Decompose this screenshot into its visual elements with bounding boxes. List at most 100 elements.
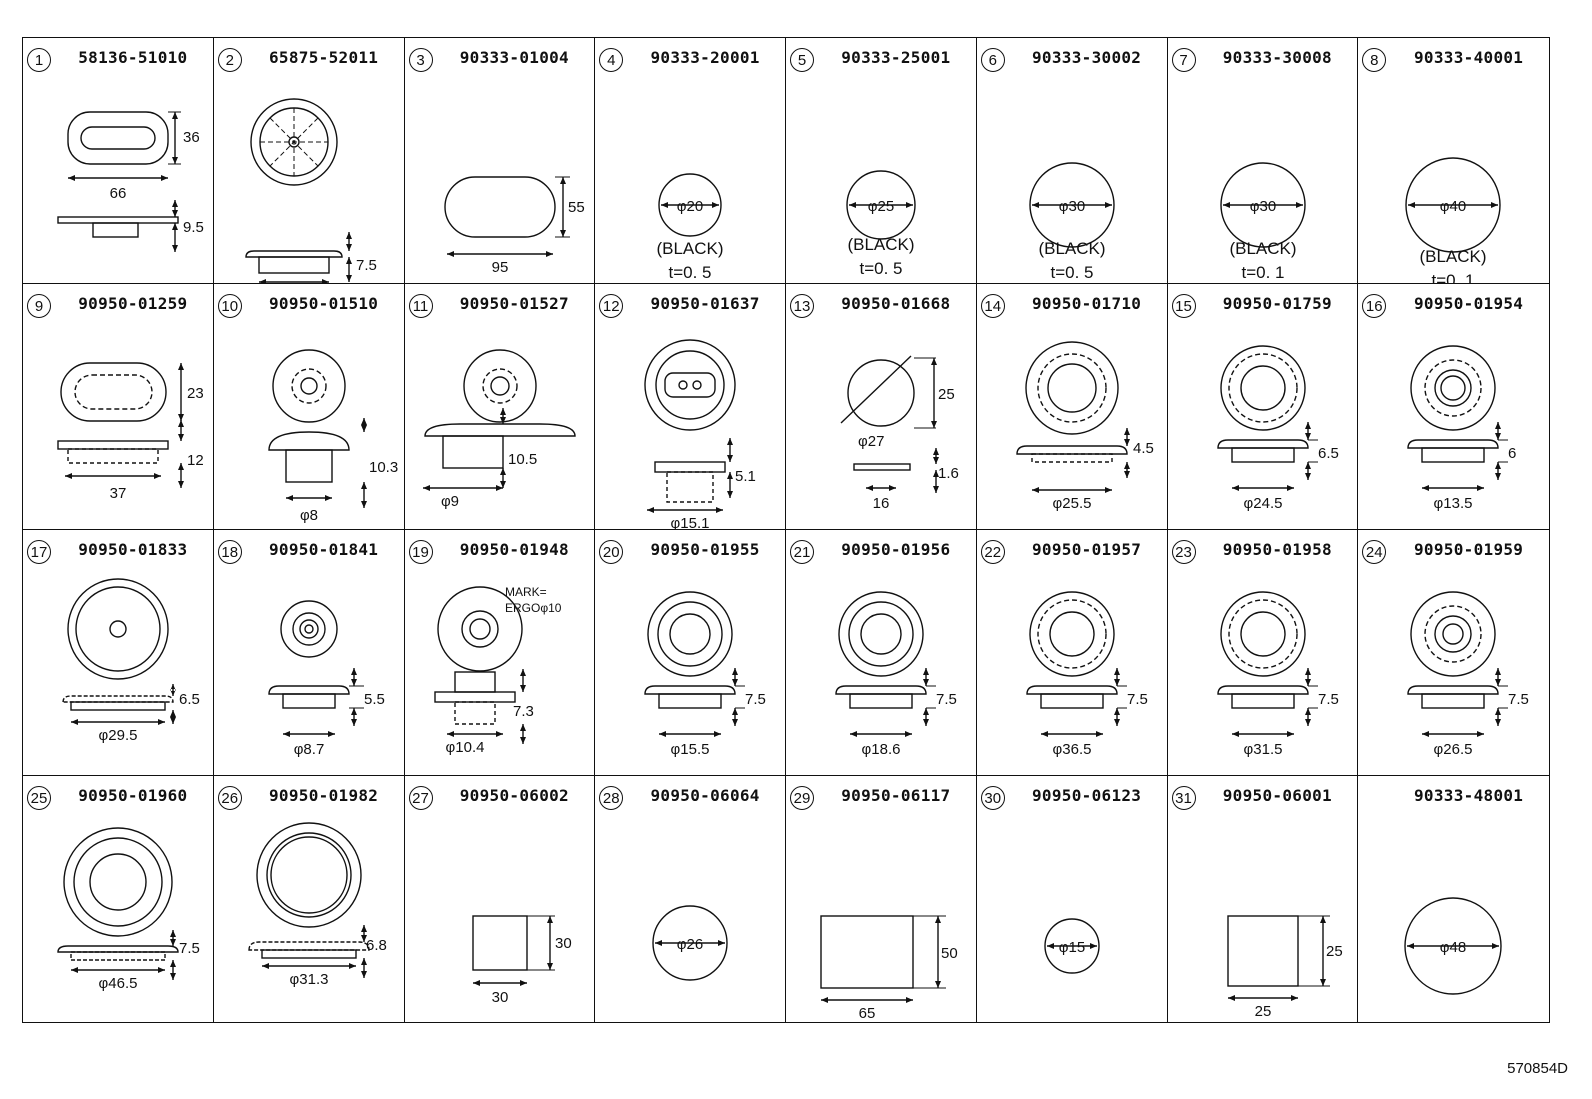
dim-label: 10.5 xyxy=(508,451,537,468)
cell-header: 5 90333-25001 xyxy=(786,38,976,82)
part-drawing: 25 φ27 1.6 16 xyxy=(786,328,976,528)
part-number: 90950-01510 xyxy=(268,294,379,313)
dim-label: φ27 xyxy=(858,433,884,450)
item-number: 24 xyxy=(1362,540,1387,564)
part-number: 90333-30002 xyxy=(1031,48,1142,67)
dim-label: 7.5 xyxy=(1318,691,1339,708)
dim-label: (BLACK) xyxy=(1229,239,1296,258)
dim-label: φ29.5 xyxy=(99,727,138,744)
dim-label: φ9 xyxy=(440,493,458,510)
dim-label: 23 xyxy=(187,385,204,402)
part-drawing: φ15 xyxy=(977,820,1167,1020)
part-drawing: 10.5 φ9 xyxy=(405,328,595,528)
item-number: 9 xyxy=(27,294,51,318)
part-drawing: φ40(BLACK)t=0. 1 xyxy=(1358,82,1548,284)
dim-label: 6.8 xyxy=(366,937,387,954)
dim-label: φ31.5 xyxy=(1243,741,1282,758)
part-drawing: 7.5 φ18.6 xyxy=(786,574,976,774)
dim-label: φ15 xyxy=(1059,939,1085,956)
dim-label: 7.5 xyxy=(179,940,200,957)
mark-note: MARK= xyxy=(505,585,547,599)
part-number: 90950-06117 xyxy=(841,786,951,805)
part-drawing: φ26 xyxy=(595,820,785,1020)
part-drawing: 6.8 φ31.3 xyxy=(214,820,404,1020)
part-drawing: 25 25 xyxy=(1168,820,1358,1020)
dim-label: φ25 xyxy=(868,198,894,215)
part-number: 90950-01959 xyxy=(1413,540,1524,559)
item-number: 25 xyxy=(27,786,51,810)
part-number: 90950-01954 xyxy=(1413,294,1524,313)
part-drawing: 36 66 9.5 xyxy=(23,82,213,282)
dim-label: (BLACK) xyxy=(1420,247,1487,266)
part-drawing: φ30(BLACK)t=0. 1 xyxy=(1168,82,1358,282)
item-number: 5 xyxy=(790,48,814,72)
dim-label: 95 xyxy=(491,259,508,276)
dim-label: 4.5 xyxy=(1133,440,1154,457)
dim-label: 7.5 xyxy=(745,691,766,708)
dim-label: φ8 xyxy=(300,507,318,524)
item-number: 8 xyxy=(1362,48,1387,72)
cell-header: 90333-48001 xyxy=(1358,776,1549,820)
dim-label: φ15.1 xyxy=(671,515,710,530)
item-number: 11 xyxy=(408,294,433,318)
item-number: 20 xyxy=(599,540,624,564)
part-drawing: φ48 xyxy=(1358,820,1548,1020)
dim-label: 5.5 xyxy=(364,691,385,708)
dim-label: 25 xyxy=(1326,943,1343,960)
dim-label: φ18.6 xyxy=(862,741,901,758)
dim-label: φ26.5 xyxy=(1434,741,1473,758)
part-cell: 24 90950-01959 7.5 φ26.5 xyxy=(1358,530,1549,776)
item-number: 3 xyxy=(408,48,433,72)
part-cell: 5 90333-25001 φ25(BLACK)t=0. 5 xyxy=(786,38,977,284)
dim-label: 30 xyxy=(555,935,572,952)
dim-label: 37 xyxy=(110,485,127,502)
mark-note: ERGOφ10 xyxy=(505,601,562,615)
part-number: 90333-25001 xyxy=(841,48,951,67)
part-drawing: φ25(BLACK)t=0. 5 xyxy=(786,82,976,282)
part-number: 90950-06123 xyxy=(1031,786,1142,805)
dim-label: 66 xyxy=(110,185,127,202)
part-number: 90950-01958 xyxy=(1222,540,1332,559)
dim-label: 65 xyxy=(859,1005,876,1022)
dim-label: t=0. 1 xyxy=(1432,271,1475,284)
item-number: 15 xyxy=(1171,294,1196,318)
dim-label: 7.5 xyxy=(936,691,957,708)
part-number: 65875-52011 xyxy=(268,48,379,67)
dim-label: φ8.7 xyxy=(293,741,324,758)
dim-label: 36 xyxy=(183,129,200,146)
part-number: 90333-20001 xyxy=(650,48,760,67)
part-number: 90950-01956 xyxy=(841,540,951,559)
dim-label: 7.5 xyxy=(1508,691,1529,708)
part-drawing: 50 65 xyxy=(786,820,976,1022)
item-number: 6 xyxy=(980,48,1005,72)
